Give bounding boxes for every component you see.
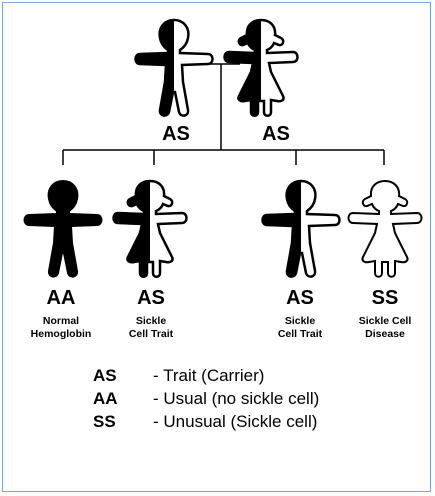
mother-figure bbox=[225, 20, 298, 116]
child-figure-ss-icon bbox=[349, 181, 422, 277]
child-2-caption-line1: Sickle bbox=[136, 315, 167, 327]
mother-genotype: AS bbox=[262, 123, 290, 145]
child-3-caption-line1: Sickle bbox=[285, 315, 316, 327]
legend-code-1: AS bbox=[93, 366, 117, 385]
father-genotype: AS bbox=[162, 123, 190, 145]
father-figure bbox=[136, 20, 213, 116]
child-4-caption-line1: Sickle Cell bbox=[359, 315, 412, 327]
child-2-genotype: AS bbox=[137, 287, 165, 309]
legend-desc-2: - Usual (no sickle cell) bbox=[153, 389, 319, 408]
child-2-caption-line2: Cell Trait bbox=[129, 328, 174, 340]
child-4-caption-line2: Disease bbox=[365, 328, 405, 340]
legend-desc-3: - Unusual (Sickle cell) bbox=[153, 412, 317, 431]
child-4-genotype: SS bbox=[372, 287, 399, 309]
child-figure-aa-icon bbox=[25, 181, 102, 277]
child-figure-as-boy-icon bbox=[263, 181, 340, 277]
pedigree-lines bbox=[63, 64, 384, 165]
legend-code-3: SS bbox=[93, 412, 116, 431]
child-figure-as-girl-icon bbox=[114, 181, 187, 277]
legend-desc-1: - Trait (Carrier) bbox=[153, 366, 264, 385]
legend-code-2: AA bbox=[93, 389, 118, 408]
child-1-caption-line2: Hemoglobin bbox=[31, 328, 92, 340]
child-1-genotype: AA bbox=[47, 287, 76, 309]
child-1-caption-line1: Normal bbox=[43, 315, 79, 327]
legend: AS - Trait (Carrier) AA - Usual (no sick… bbox=[93, 366, 319, 431]
child-3-genotype: AS bbox=[286, 287, 314, 309]
child-3-caption-line2: Cell Trait bbox=[278, 328, 323, 340]
